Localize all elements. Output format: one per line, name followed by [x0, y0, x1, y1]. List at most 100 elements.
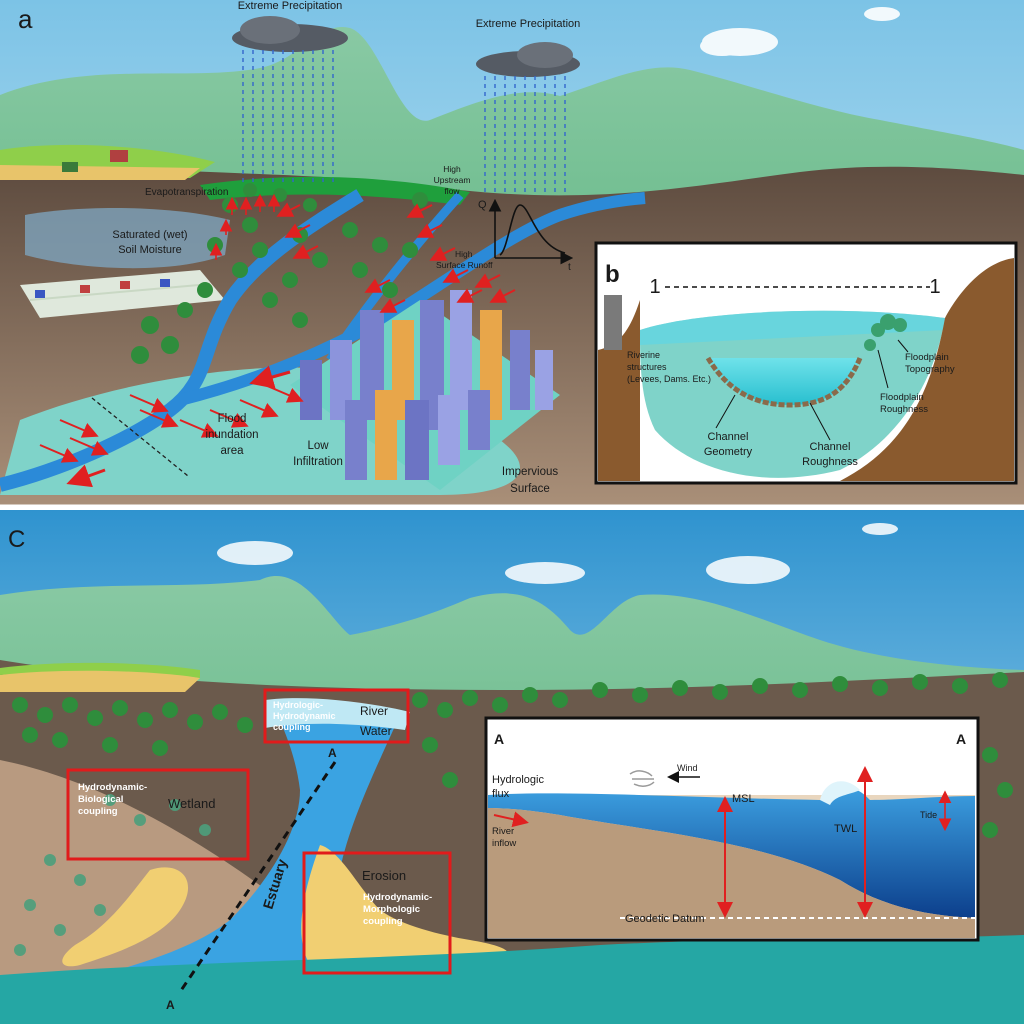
wetland-vegetation	[14, 794, 211, 956]
hydrologic-flux-line2: flux	[492, 788, 510, 800]
clouds	[217, 523, 898, 584]
geometry-leader	[715, 394, 736, 429]
upstream-label-line2: Upstream	[434, 175, 471, 185]
barn-icon	[110, 150, 128, 162]
flood-label-line2: inundation	[205, 429, 258, 441]
fp-roughness-label-line1: Floodplain	[880, 392, 924, 403]
hydrograph-axis-q: Q	[478, 199, 487, 211]
wind-icon	[629, 770, 655, 787]
rain-cloud-left	[232, 16, 348, 185]
impervious-label-line1: Impervious	[502, 466, 558, 478]
geometry-label-line2: Geometry	[704, 446, 753, 458]
evapotranspiration-arrows	[209, 193, 281, 260]
flood-label-line3: area	[220, 445, 244, 457]
infiltration-label-line2: Infiltration	[293, 456, 343, 468]
roughness-leader	[809, 402, 831, 441]
saturated-label-line2: Soil Moisture	[118, 244, 182, 256]
fp-topography-label-line2: Topography	[905, 364, 955, 375]
residential-blocks	[20, 270, 225, 318]
sand-bar-erosion	[301, 845, 509, 971]
river-inflow-label-line2: inflow	[492, 838, 516, 849]
geometry-label-line1: Channel	[708, 431, 749, 443]
riverine-label-line2: structures	[627, 362, 667, 372]
runoff-label-line1: High	[455, 249, 473, 259]
overbank-water	[640, 310, 945, 345]
hm-coupling-line2: Morphologic	[363, 904, 420, 915]
channel-roughness-label-line1: Channel	[810, 441, 851, 453]
inset-wave	[820, 781, 860, 805]
inset-a-right: A	[956, 731, 966, 747]
river-flow-arrow	[249, 365, 291, 389]
section-label-right: 1	[929, 276, 940, 298]
green-ridge	[200, 176, 470, 205]
hydrologic-flux-line1: Hydrologic	[492, 774, 544, 786]
section-a-top: A	[328, 746, 337, 760]
hh-coupling-line3: coupling	[273, 722, 311, 732]
hb-coupling-line1: Hydrodynamic-	[78, 782, 147, 793]
wind-label: Wind	[677, 763, 698, 773]
saturated-soil-area	[25, 208, 230, 269]
cloud	[700, 7, 900, 56]
inset-sea	[488, 788, 975, 918]
precip-label-right: Extreme Precipitation	[476, 18, 581, 30]
hm-coupling-line3: coupling	[363, 916, 403, 927]
river-water-label-line2: Water	[360, 724, 392, 738]
inset-a-left: A	[494, 731, 504, 747]
panel-b: b 1 1 Riverine structures (Levees, Dams.…	[594, 241, 1018, 485]
hydrograph	[488, 198, 574, 265]
hydrodynamic-biological-box	[66, 768, 250, 861]
farm-field	[0, 144, 215, 180]
infiltration-label-line1: Low	[307, 440, 329, 452]
river-water-label-line1: River	[360, 704, 388, 718]
flood-arrows	[39, 384, 304, 463]
panel-letter-a: a	[18, 4, 33, 34]
runoff-label-line2: Surface Runoff	[436, 260, 493, 270]
tractor-icon	[62, 162, 78, 172]
hh-coupling-line2: Hydrodynamic	[273, 711, 336, 721]
twl-label: TWL	[834, 823, 857, 835]
upstream-label-line3: flow	[444, 186, 460, 196]
hb-coupling-line3: coupling	[78, 806, 118, 817]
river-inflow-water	[265, 698, 410, 730]
inset-a-a: A A Hydrologic flux Wind MSL TWL Tide Ri…	[484, 716, 980, 942]
channel-roughness-label-line2: Roughness	[802, 456, 858, 468]
upstream-label-line1: High	[443, 164, 461, 174]
hydrodynamic-morphologic-box	[302, 851, 452, 975]
msl-label: MSL	[732, 793, 755, 805]
saturated-label-line1: Saturated (wet)	[112, 229, 187, 241]
panel-letter-b: b	[605, 261, 620, 288]
wetland-label: Wetland	[168, 796, 215, 811]
riverine-label-line1: Riverine	[627, 350, 660, 360]
farm-field-c	[0, 662, 200, 692]
river-tributary	[326, 192, 464, 363]
channel-bed	[705, 356, 863, 408]
estuary-water	[0, 700, 400, 1024]
tide-label: Tide	[920, 810, 937, 820]
right-bank	[840, 258, 1014, 481]
floodplain-trees	[864, 314, 907, 351]
hm-coupling-line1: Hydrodynamic-	[363, 892, 432, 903]
runoff-arrows	[276, 202, 516, 313]
section-line-a-a	[178, 761, 337, 993]
forest-c	[12, 672, 1013, 838]
impervious-label-line2: Surface	[510, 483, 550, 495]
riverine-label-line3: (Levees, Dams. Etc.)	[627, 374, 711, 384]
ocean	[0, 935, 1024, 1024]
geodetic-datum-label: Geodetic Datum	[625, 913, 704, 925]
sand-bar-left	[62, 867, 189, 967]
left-bank	[598, 300, 640, 481]
erosion-label: Erosion	[362, 868, 406, 883]
fp-roughness-leader	[877, 349, 889, 389]
hb-coupling-line2: Biological	[78, 794, 123, 805]
fp-topography-label-line1: Floodplain	[905, 352, 949, 363]
precip-label-left: Extreme Precipitation	[238, 0, 343, 12]
city-buildings	[290, 290, 560, 490]
levee-icon	[604, 295, 622, 350]
section-label-left: 1	[649, 276, 660, 298]
fp-roughness-label-line2: Roughness	[880, 404, 928, 415]
hydrologic-hydrodynamic-box	[263, 688, 410, 744]
rain-cloud-right	[476, 42, 580, 195]
hydrograph-axis-t: t	[568, 262, 571, 273]
